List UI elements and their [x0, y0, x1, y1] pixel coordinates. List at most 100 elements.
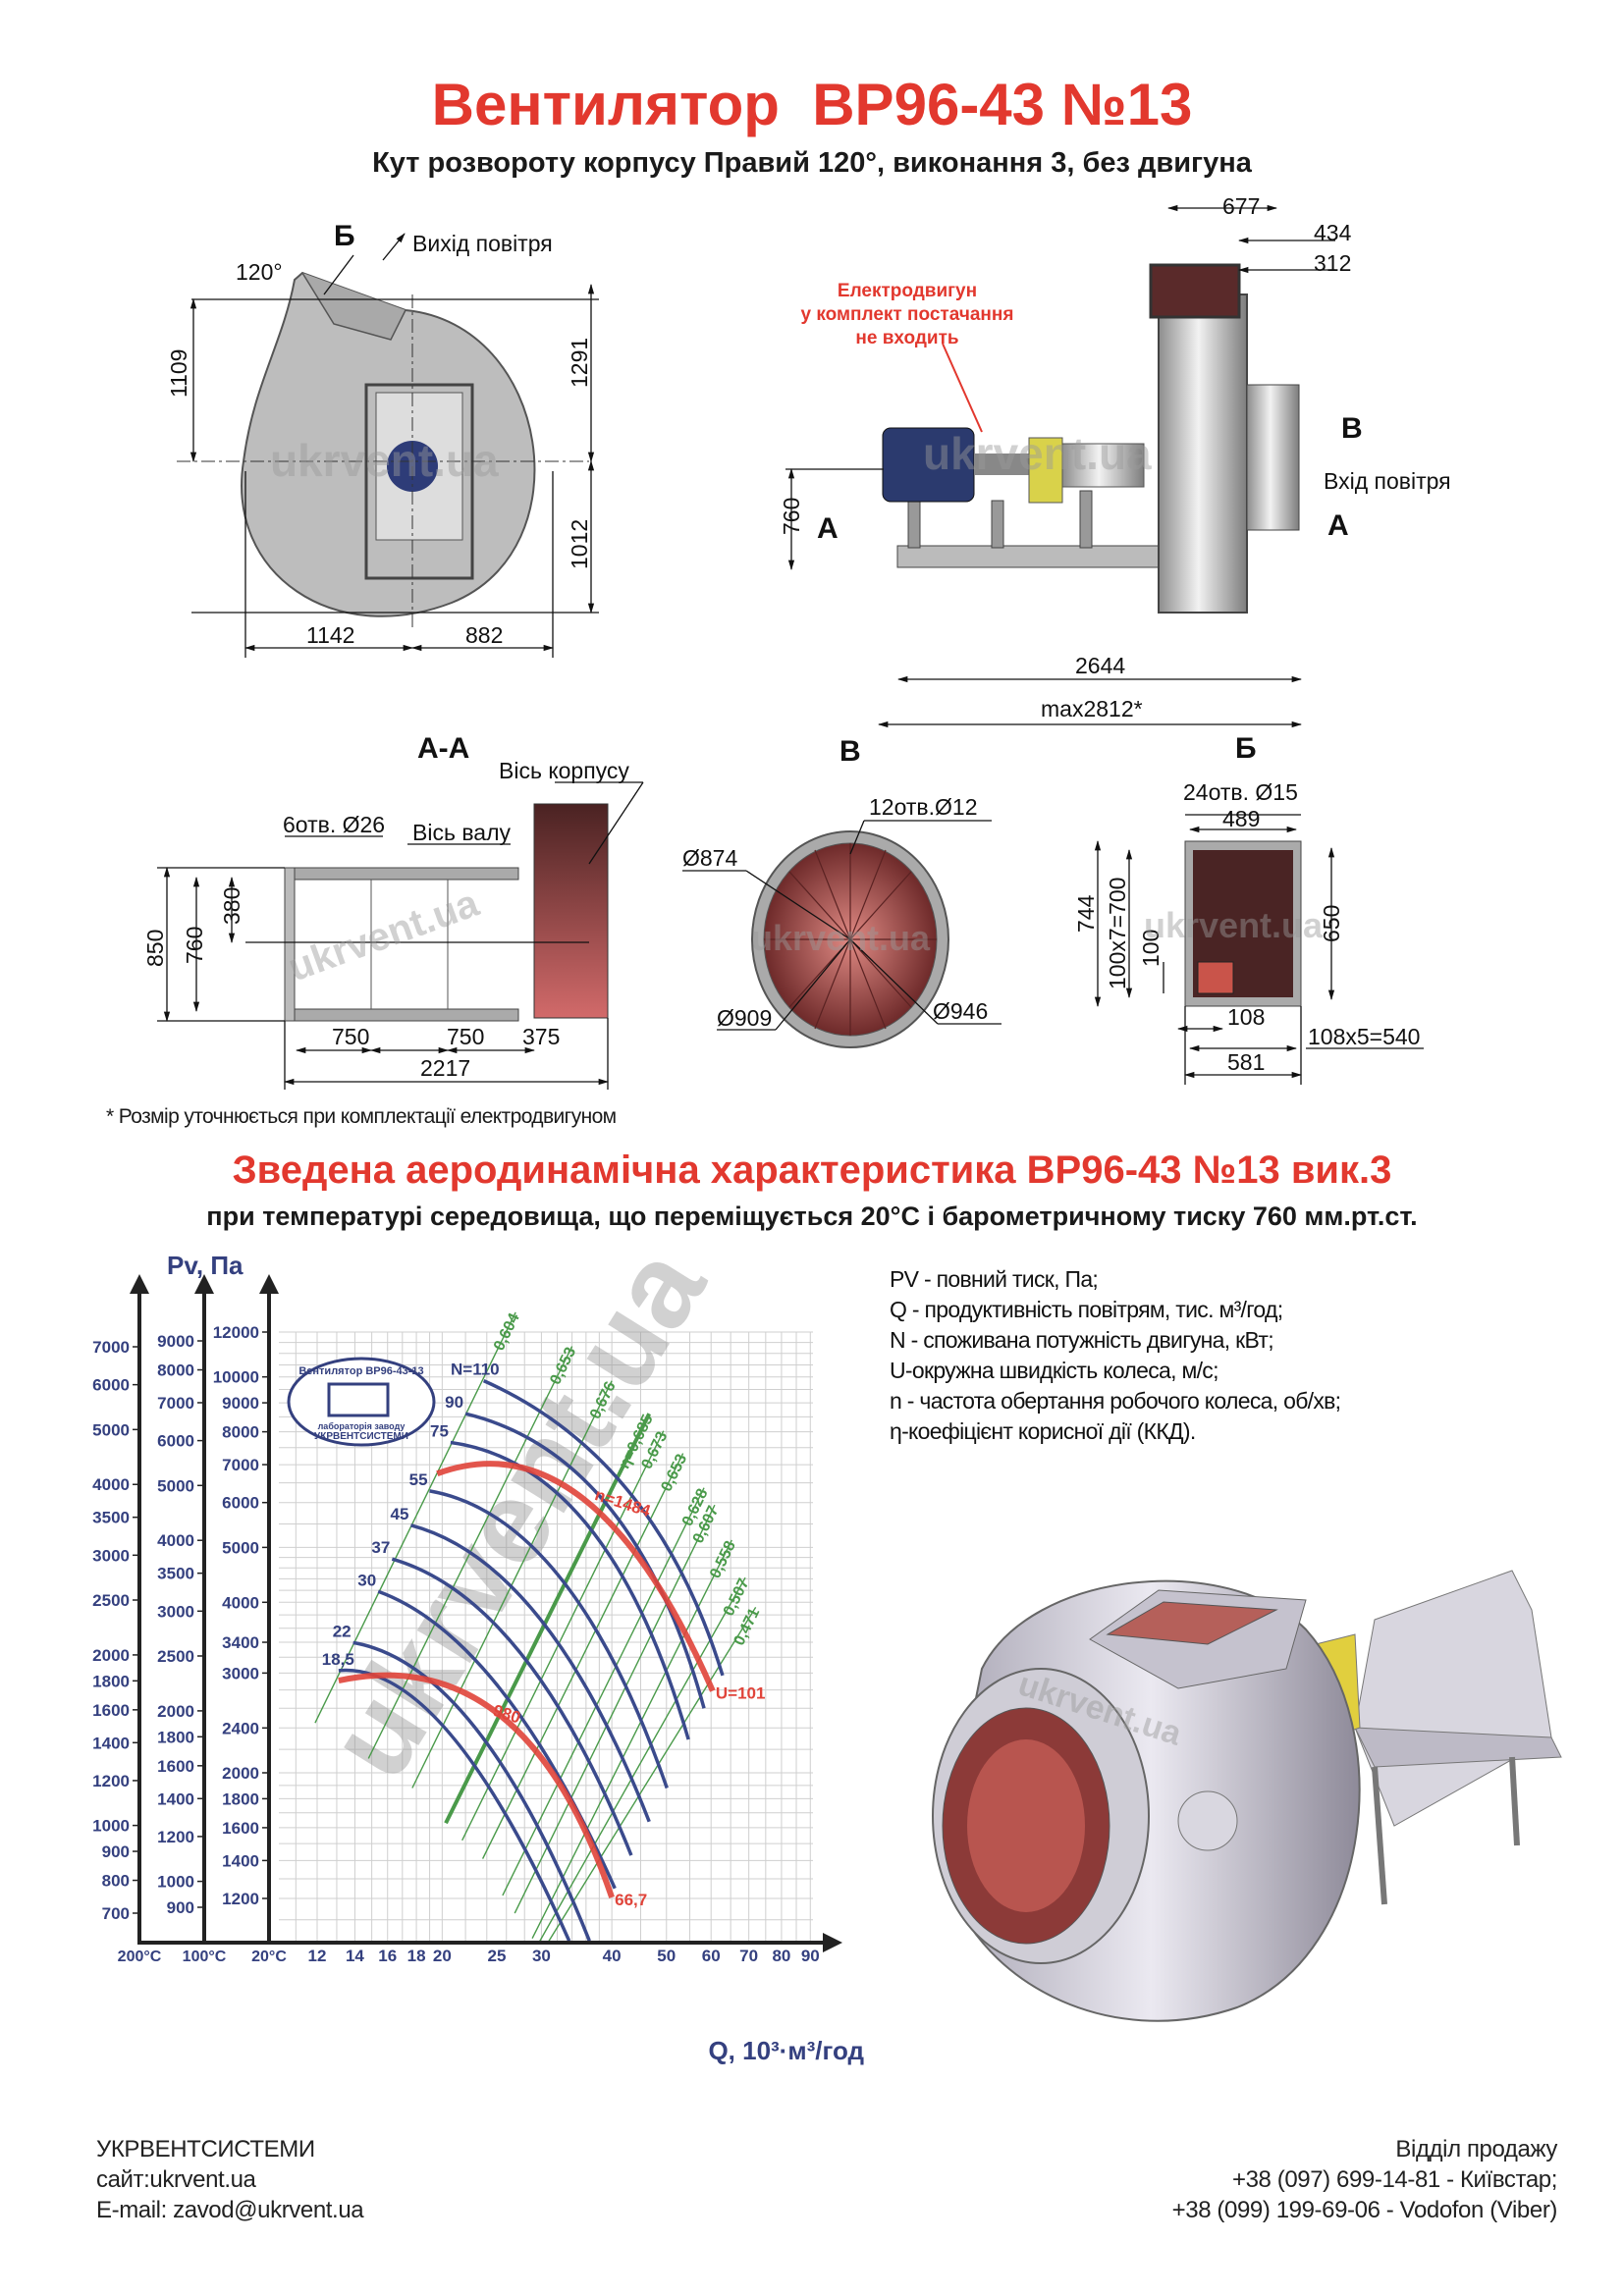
dim-581: 581 — [1227, 1049, 1265, 1075]
y-tick-label: 1600 — [222, 1819, 259, 1838]
power-curve — [464, 1412, 706, 1709]
page-subtitle: Кут розвороту корпусу Правий 120°, викон… — [372, 147, 1252, 179]
y-tick-label: 1400 — [92, 1734, 130, 1752]
outlet-label: Вихід повітря — [412, 231, 553, 256]
power-curve-label: 55 — [409, 1470, 428, 1489]
y-tick-label: 3500 — [157, 1565, 194, 1583]
section-mark-b: Б — [334, 220, 355, 252]
y-tick-label: 700 — [102, 1904, 130, 1923]
y-tick-label: 1400 — [222, 1851, 259, 1870]
chart-grid — [279, 1331, 813, 1943]
y-tick-label: 2500 — [157, 1647, 194, 1666]
y-tick-label: 900 — [102, 1842, 130, 1861]
efficiency-label: 0,653 — [658, 1452, 690, 1495]
speed-curve — [436, 1461, 716, 1692]
company-name: УКРВЕНТСИСТЕМИ — [96, 2136, 315, 2163]
holes-label: 24отв. Ø15 — [1183, 779, 1298, 805]
section-a-a: A-A Вісь корпусу 6отв. Ø26 Вісь валу 850… — [142, 732, 644, 1090]
stamp-top: Вентилятор ВР96-43-13 — [298, 1365, 423, 1377]
speed-curve — [338, 1672, 615, 1898]
dim-100: 100 — [1138, 930, 1164, 967]
mark-b: B — [1341, 412, 1363, 445]
dim-489: 489 — [1222, 806, 1260, 831]
power-curve — [450, 1440, 690, 1740]
motor-note-line2: у комплект постачання — [801, 304, 1014, 325]
phone-vodafone[interactable]: +38 (099) 199-69-06 - Vodofon (Viber) — [1171, 2197, 1558, 2223]
dim-744: 744 — [1073, 894, 1099, 933]
dim-1012: 1012 — [567, 519, 592, 569]
x-tick-label: 80 — [772, 1947, 790, 1965]
power-curve-label: N=110 — [451, 1361, 500, 1379]
power-curve-label: 45 — [391, 1505, 409, 1523]
dim-750a: 750 — [332, 1024, 369, 1049]
y-tick-label: 3400 — [222, 1633, 259, 1652]
y-tick-label: 5000 — [157, 1476, 194, 1495]
y-tick-label: 5000 — [92, 1420, 130, 1439]
page-title: Вентилятор ВР96-43 №13 — [431, 72, 1193, 137]
dim-375: 375 — [522, 1024, 560, 1049]
watermark: ukrvent.ua — [923, 428, 1152, 479]
dim-677: 677 — [1222, 193, 1260, 219]
section-aa-title: A-A — [417, 732, 469, 765]
y-tick-label: 10000 — [213, 1368, 259, 1387]
stamp-bottom1: лабораторія заводу — [318, 1421, 406, 1431]
legend-item: PV - повний тиск, Па; — [890, 1266, 1099, 1292]
y-tick-label: 1000 — [157, 1873, 194, 1892]
x-tick-label: 70 — [739, 1947, 758, 1965]
y-tick-label: 7000 — [222, 1456, 259, 1474]
y-tick-label: 9000 — [222, 1394, 259, 1413]
y-tick-label: 5000 — [222, 1538, 259, 1557]
casing-axis-label: Вісь корпусу — [499, 758, 629, 783]
y-tick-label: 1200 — [92, 1772, 130, 1790]
x-tick-label: 14 — [346, 1947, 364, 1965]
dim-650: 650 — [1319, 905, 1344, 942]
x-tick-label: 20 — [433, 1947, 452, 1965]
y-tick-label: 2000 — [222, 1764, 259, 1783]
view-bb: Б 24отв. Ø15 489 744 100x7=700 100 650 1… — [1073, 732, 1424, 1085]
y-tick-label: 900 — [167, 1898, 194, 1917]
efficiency-label: 0,558 — [707, 1538, 739, 1581]
watermark: ukrvent.ua — [751, 918, 931, 958]
y-tick-label: 1600 — [157, 1757, 194, 1776]
power-curve — [410, 1523, 651, 1823]
view-bb-title: Б — [1235, 732, 1257, 765]
efficiency-line — [314, 1311, 516, 1724]
company-site[interactable]: сайт:ukrvent.ua — [96, 2166, 256, 2193]
y-tick-label: 4000 — [157, 1531, 194, 1550]
y-tick-label: 12000 — [213, 1323, 259, 1342]
sales-label: Відділ продажу — [1395, 2136, 1557, 2163]
side-view: 677 434 312 Електродвигун у комплект пос… — [779, 193, 1451, 728]
x-tick-label: 18 — [407, 1947, 426, 1965]
dim-882: 882 — [465, 622, 503, 648]
y-tick-label: 1400 — [157, 1789, 194, 1808]
dim-d909: Ø909 — [717, 1005, 772, 1031]
y-tick-label: 2000 — [157, 1702, 194, 1721]
lab-stamp: Вентилятор ВР96-43-13 лабораторія заводу… — [287, 1357, 436, 1447]
y-tick-label: 1600 — [92, 1701, 130, 1720]
dim-d874: Ø874 — [682, 845, 737, 871]
dim-1142: 1142 — [306, 622, 354, 648]
company-email[interactable]: E-mail: zavod@ukrvent.ua — [96, 2197, 364, 2223]
axis-temperature-label: 100°C — [183, 1949, 227, 1965]
y-tick-label: 1000 — [92, 1817, 130, 1836]
holes-label: 12отв.Ø12 — [869, 794, 978, 820]
y-tick-label: 7000 — [92, 1338, 130, 1357]
power-curve-label: 75 — [430, 1421, 449, 1440]
axis-temperature-label: 200°C — [118, 1949, 162, 1965]
x-axis-label: Q, 10³·м³/год — [708, 2036, 864, 2065]
y-tick-label: 2000 — [92, 1646, 130, 1665]
y-tick-label: 6000 — [92, 1376, 130, 1395]
angle-label: 120° — [236, 259, 283, 285]
footer-company: УКРВЕНТСИСТЕМИ сайт:ukrvent.ua E-mail: z… — [96, 2134, 364, 2225]
x-tick-label: 60 — [702, 1947, 721, 1965]
y-axis-label: Pv, Па — [167, 1251, 244, 1280]
dim-108: 108 — [1227, 1004, 1265, 1030]
power-curve — [352, 1640, 591, 1942]
chart-subtitle: при температурі середовища, що переміщує… — [206, 1201, 1418, 1231]
dim-2644: 2644 — [1075, 653, 1125, 678]
phone-kyivstar[interactable]: +38 (097) 699-14-81 - Київстар; — [1231, 2166, 1557, 2193]
x-tick-label: 40 — [603, 1947, 622, 1965]
power-curve-label: 90 — [445, 1393, 463, 1412]
